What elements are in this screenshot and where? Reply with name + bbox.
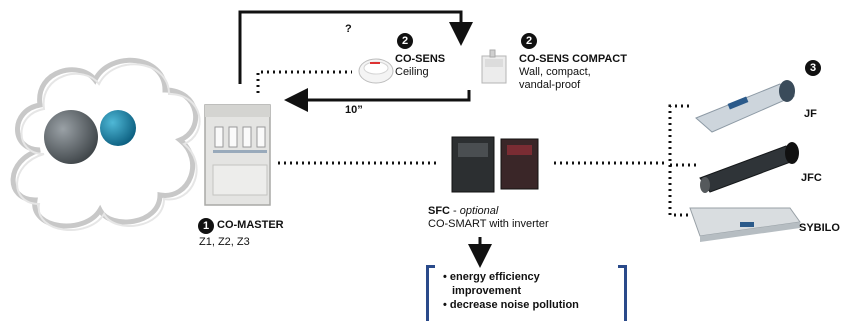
sfc-inverters [451,136,539,193]
sfc-title: SFC [428,205,450,217]
co-sens-compact-line2: vandal-proof [519,79,581,91]
molecule-icon [44,110,136,164]
co-sens-compact-badge: 2 [521,33,537,49]
benefit-item-cont: improvement [452,285,522,297]
co-sens-subtitle: Ceiling [395,66,429,78]
fan-label-sybilo: SYBILO [799,222,840,234]
sfc-sep: - [450,205,460,217]
distance-label: 10” [345,104,363,116]
co-sens-title: CO-SENS [395,53,446,65]
benefit-item: • energy efficiency [443,271,540,283]
benefit-item: • decrease noise pollution [443,299,579,311]
co-master-zones: Z1, Z2, Z3 [199,236,250,248]
co-sens-compact-sensor [481,49,507,84]
sybilo-fan [689,207,801,242]
fan-label-jfc: JFC [801,172,822,184]
ceiling-sensor-dotted-link [256,70,352,93]
question-mark-label: ? [345,23,352,35]
return-arrow [284,88,471,112]
cloud-shape [10,57,201,231]
fan-label-jf: JF [804,108,817,120]
co-sens-compact-label: CO-SENS COMPACT Wall, compact, vandal-pr… [519,53,627,92]
co-sens-compact-title: CO-SENS COMPACT [519,53,627,65]
jf-fan [695,80,795,133]
bracket-left [426,265,435,321]
co-sens-badge: 2 [397,33,413,49]
bracket-right [618,265,627,321]
jfc-fan [699,142,799,193]
co-master-title: CO-MASTER [217,219,284,231]
co-sens-label: CO-SENS Ceiling [395,53,445,79]
question-link-arrow [238,10,473,84]
sfc-optional: optional [459,205,499,217]
fan-bus-dotted-link [668,104,689,217]
sfc-desc: CO-SMART with inverter [428,218,549,230]
co-sens-compact-line1: Wall, compact, [519,66,591,78]
fans-badge: 3 [805,60,821,76]
co-master-badge: 1 [198,218,214,234]
benefits-callout: • energy efficiency improvement • decrea… [426,265,627,321]
co-sens-ceiling-sensor [358,58,394,84]
co-master-cabinet [204,104,271,206]
sfc-label: SFC - optional CO-SMART with inverter [428,205,549,231]
